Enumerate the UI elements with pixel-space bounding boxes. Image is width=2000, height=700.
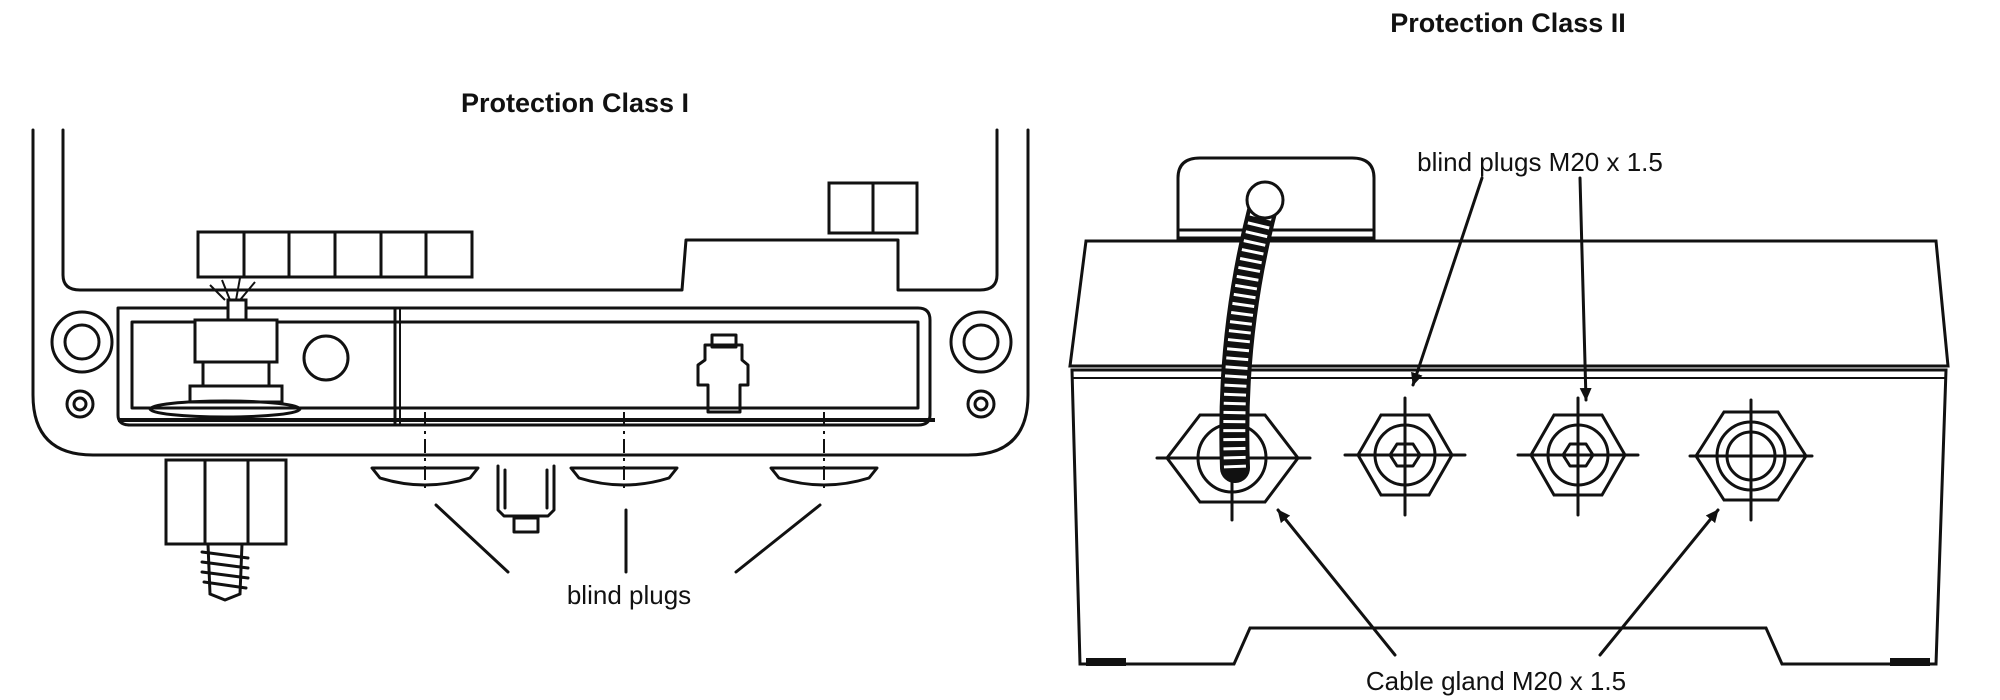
blind-plug-3 xyxy=(769,412,879,492)
cable-gland-left xyxy=(1155,180,1312,522)
protection-class-ii-title: Protection Class II xyxy=(1390,8,1626,38)
protection-class-i-panel: Protection Class I xyxy=(31,88,1030,610)
protection-class-ii-panel: Protection Class II xyxy=(1068,8,1950,696)
bottom-bolt xyxy=(164,458,288,602)
arrow-blind-plug-2 xyxy=(1578,176,1592,402)
foot-right xyxy=(1890,658,1930,666)
blind-plug-2 xyxy=(569,412,679,492)
enclosure-class-ii xyxy=(1068,156,1950,666)
cable-gland-right xyxy=(1688,398,1814,522)
arrow-cable-gland-right xyxy=(1598,508,1720,657)
leader-line-3 xyxy=(734,503,822,574)
blind-plugs-label: blind plugs xyxy=(567,580,691,610)
internal-cable-gland xyxy=(226,298,248,322)
arrow-cable-gland-left xyxy=(1276,508,1397,657)
blind-plugs-m20-label: blind plugs M20 x 1.5 xyxy=(1417,147,1663,177)
arrow-blind-plug-1 xyxy=(1411,176,1484,387)
foot-left xyxy=(1086,658,1126,666)
bottom-connector xyxy=(496,464,556,518)
leader-line-1 xyxy=(434,503,510,574)
blind-plug-1 xyxy=(370,412,480,492)
connector xyxy=(696,343,750,414)
protection-class-i-title: Protection Class I xyxy=(461,88,689,118)
blind-plug-m20-1 xyxy=(1343,396,1467,517)
lid xyxy=(1068,239,1950,368)
enclosure-class-i xyxy=(31,128,1030,602)
mounting-hole xyxy=(302,334,350,382)
terminal-strip xyxy=(196,230,474,279)
blind-plug-m20-2 xyxy=(1516,396,1640,517)
cable-gland-m20-label: Cable gland M20 x 1.5 xyxy=(1366,666,1626,696)
